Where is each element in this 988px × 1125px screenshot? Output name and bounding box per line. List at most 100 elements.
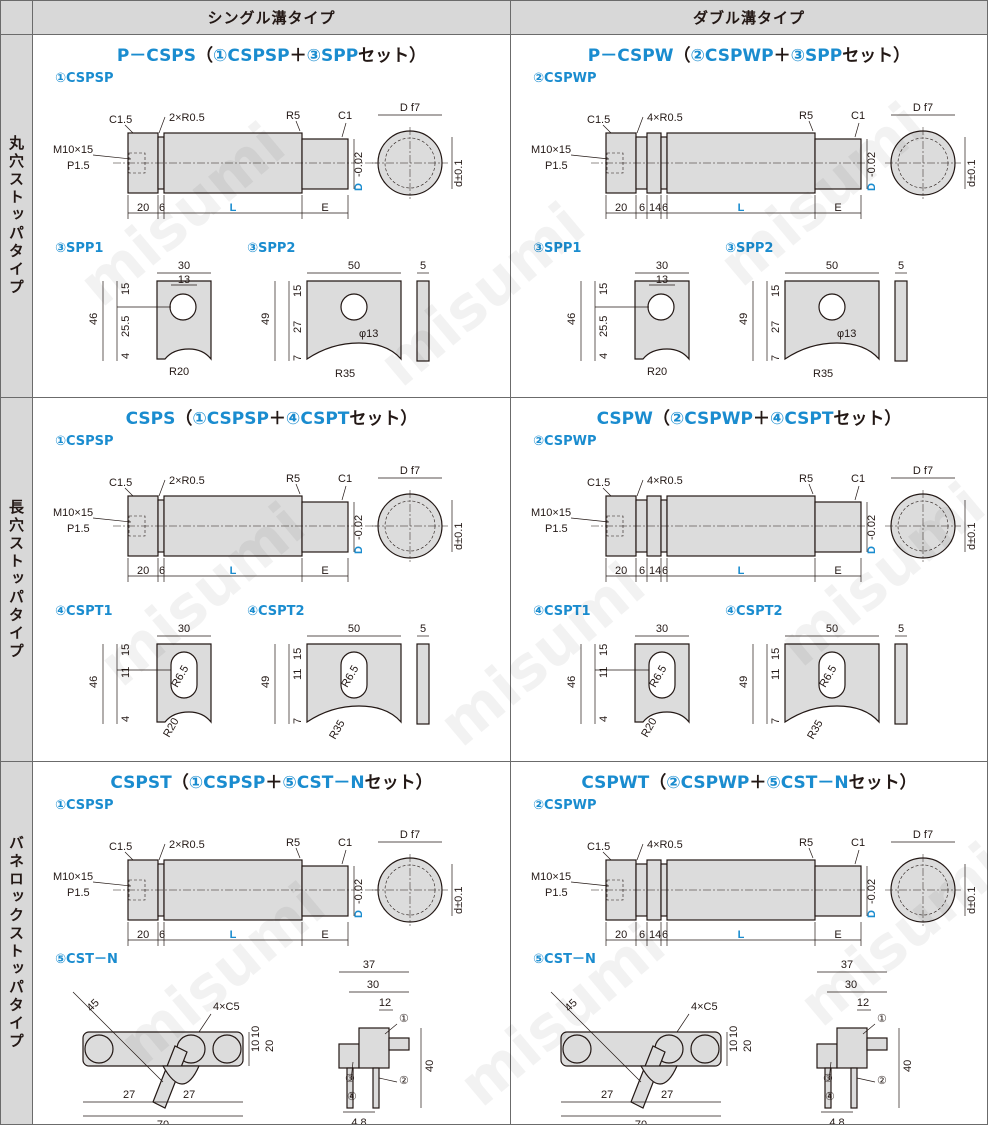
set-title-p2: ⑤CST－N [766,773,849,793]
dimension-label: 4×R0.5 [647,475,683,487]
dimension-label: 4 [120,353,132,359]
dimension-line [295,120,301,132]
dimension-label: 20 [615,565,627,577]
dimension-label: 40 [424,1060,436,1072]
row-label-round-hole: 丸穴ストッパタイプ [0,34,33,398]
dimension-label: 30 [845,979,857,991]
row-label-spring-lock: バネロックストッパタイプ [0,761,33,1125]
dimension-label: 4×R0.5 [647,112,683,124]
dimension-label: R5 [286,837,300,849]
side-knob [816,1043,838,1069]
dimension-label: 4×C5 [691,1001,718,1013]
dimension-line [158,479,166,497]
dimension-label: D f7 [913,829,933,841]
dimension-label: 27 [601,1089,613,1101]
dimension-line [384,1023,398,1035]
pin-tip [814,138,862,190]
dimension-label: 5 [420,623,426,635]
dimension-label: C1.5 [587,477,610,489]
dimension-label: -0.02 [866,152,878,177]
spring-lock-label: ⑤CST－N [533,952,596,967]
dimension-label: C1.5 [587,114,610,126]
dimension-label: D [866,183,878,191]
dimension-label: 14 [649,565,661,577]
dimension-label: C1.5 [109,114,132,126]
dimension-label: 49 [738,676,750,688]
set-title-p1: ①CSPSP [192,409,269,429]
set-title-pre: CSPWT [581,773,650,793]
dimension-label: 2×R0.5 [169,112,205,124]
pin-part-label: ①CSPSP [55,71,114,86]
dimension-label: 50 [348,623,360,635]
dimension-label: 20 [137,565,149,577]
stopper-part-b-label: ④CSPT2 [725,604,783,619]
dimension-label: 30 [178,623,190,635]
dimension-label: 27 [661,1089,673,1101]
stopper-part-a-label: ④CSPT1 [533,604,591,619]
dimension-label: 14 [649,202,661,214]
dimension-line [854,849,860,865]
dimension-label: d±0.1 [966,887,978,914]
dimension-line [378,1077,398,1083]
spring-lock-label: ⑤CST－N [55,952,118,967]
dimension-label: 12 [857,997,869,1009]
dimension-label: 15 [770,285,782,297]
side-knob [338,1043,360,1069]
stopper-part-b-label: ④CSPT2 [247,604,305,619]
pin-tip [814,501,862,553]
dimension-line [550,991,642,1083]
dimension-label: ② [877,1075,887,1087]
dimension-label: 20 [742,1040,754,1052]
dimension-label: 5 [898,260,904,272]
dimension-line [854,485,860,501]
set-title-post: セット） [848,773,917,793]
dimension-line [602,124,612,134]
dimension-line [856,1077,876,1083]
set-title-p2: ③SPP [790,46,843,66]
dimension-label: 13 [178,274,190,286]
pin-part-label: ①CSPSP [55,798,114,813]
dimension-line [341,485,347,501]
dimension-label: 15 [120,644,132,656]
dimension-line [158,116,166,134]
dimension-label: -0.02 [866,879,878,904]
dimension-label: E [834,202,841,214]
dimension-label: 49 [260,313,272,325]
set-title-pre: P－CSPS [116,46,197,66]
header-single-label: シングル溝タイプ [207,9,336,27]
dimension-label: 50 [348,260,360,272]
dimension-label: D [353,546,365,554]
dimension-line [862,1023,876,1035]
dimension-label: R20 [647,366,667,378]
dimension-label: 7 [292,355,304,361]
dimension-label: 6 [662,202,668,214]
dimension-label: E [321,202,328,214]
dimension-label: 45 [85,997,102,1014]
dimension-label: D f7 [913,465,933,477]
dimension-label: φ13 [359,328,378,340]
dimension-label: 50 [826,623,838,635]
dimension-label: 49 [260,676,272,688]
stopper-part-a-label: ③SPP1 [533,241,582,256]
dimension-label: L [738,929,745,941]
side-pin [372,1067,380,1109]
dimension-label: 15 [598,283,610,295]
set-title-post: セット） [842,46,911,66]
set-title-pre: CSPST [110,773,172,793]
dimension-label: L [230,565,237,577]
set-title-plus: ＋ [289,46,307,66]
side-pin [824,1067,832,1109]
dimension-label: 2×R0.5 [169,839,205,851]
dimension-line [198,1013,212,1033]
pin-part-label: ②CSPWP [533,434,597,449]
